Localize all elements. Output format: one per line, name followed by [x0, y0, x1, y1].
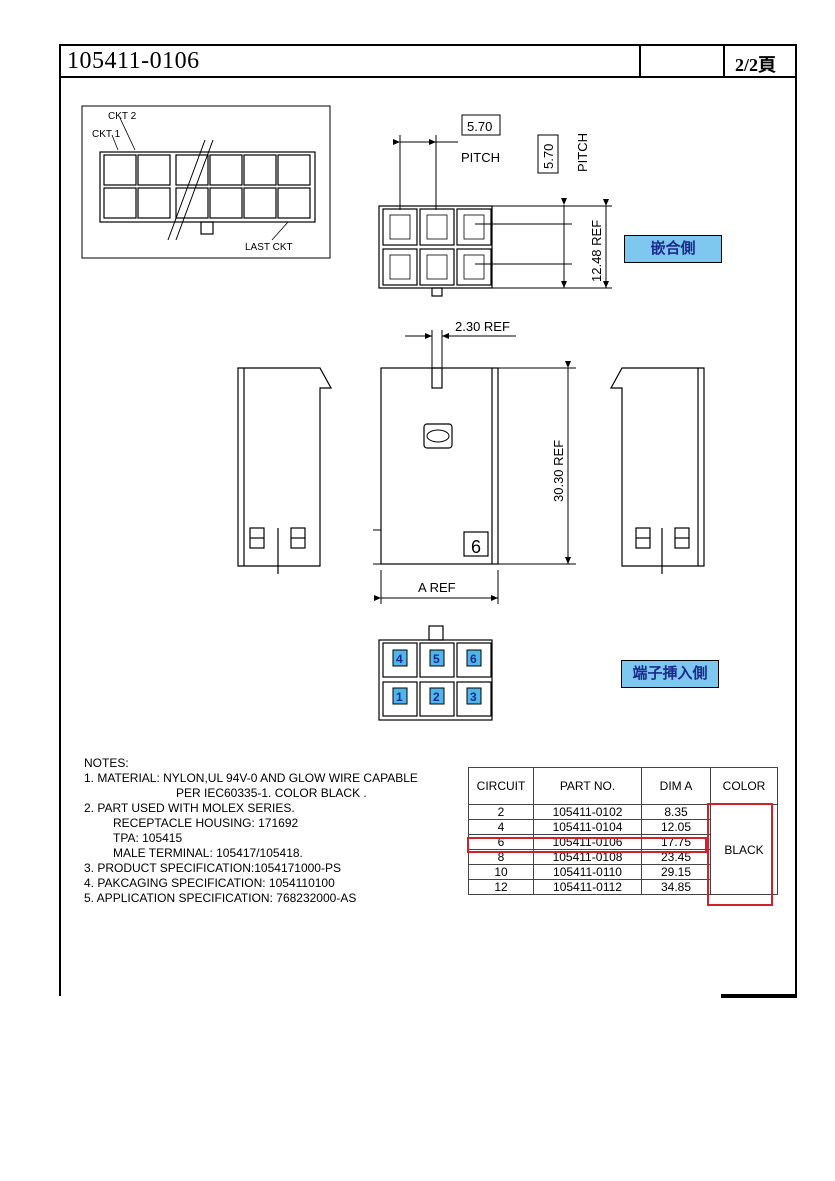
- mating-side-tag: 嵌合側: [624, 235, 722, 263]
- pin-3: 3: [470, 690, 477, 704]
- note-3: 3. PRODUCT SPECIFICATION:1054171000-PS: [84, 861, 341, 875]
- right-side-view: [609, 367, 705, 574]
- left-side-view: [237, 367, 333, 574]
- notes-block: NOTES: 1. MATERIAL: NYLON,UL 94V-0 AND G…: [84, 756, 418, 906]
- cell-circuit: 2: [468, 804, 534, 820]
- cell-circuit: 4: [468, 819, 534, 835]
- note-1: 1. MATERIAL: NYLON,UL 94V-0 AND GLOW WIR…: [84, 771, 418, 785]
- cell-part: 105411-0104: [533, 819, 642, 835]
- note-2a: RECEPTACLE HOUSING: 171692: [113, 816, 299, 830]
- ckt1-label: CKT 1: [92, 129, 121, 140]
- cell-dim: 23.45: [641, 849, 711, 865]
- note-2b: TPA: 105415: [113, 831, 183, 845]
- cell-part: 105411-0110: [533, 864, 642, 880]
- pin-number-boxes: [392, 649, 482, 705]
- a-ref-label: A REF: [418, 580, 456, 595]
- pitch-label-h: PITCH: [461, 150, 500, 165]
- pitch-label-v: PITCH: [575, 133, 590, 172]
- col-color: COLOR: [710, 767, 778, 805]
- title-blank-cell: [639, 46, 725, 76]
- drawing-sheet: 105411-0106 2/2頁: [59, 44, 797, 996]
- pitch-dimension: [393, 135, 612, 289]
- page-cell: 2/2頁: [723, 46, 797, 76]
- cell-part: 105411-0102: [533, 804, 642, 820]
- table-row: 2 105411-0102 8.35 BLACK: [468, 804, 778, 895]
- last-ckt-label: LAST CKT: [245, 242, 293, 253]
- inset-connector-face: [99, 117, 316, 241]
- pin-5: 5: [433, 652, 440, 666]
- note-1b: PER IEC60335-1. COLOR BLACK .: [176, 786, 367, 800]
- table-row: 10 105411-0110 29.15: [468, 864, 778, 880]
- pitch-value-v: 5.70: [541, 144, 556, 169]
- col-part-no: PART NO.: [533, 767, 642, 805]
- table-row: 4 105411-0104 12.05: [468, 819, 778, 835]
- terminal-insertion-view: [378, 625, 493, 721]
- table-row: 12 105411-0112 34.85: [468, 879, 778, 895]
- table-header-row: CIRCUIT PART NO. DIM A COLOR: [468, 767, 778, 805]
- cell-color: BLACK: [710, 804, 778, 895]
- ckt2-label: CKT 2: [108, 111, 137, 122]
- note-2: 2. PART USED WITH MOLEX SERIES.: [84, 801, 295, 815]
- cell-dim: 34.85: [641, 879, 711, 895]
- pitch-box-h: [461, 114, 501, 136]
- col-circuit: CIRCUIT: [468, 767, 534, 805]
- page-number: 2/2頁: [735, 55, 777, 75]
- highlight-color-column: [707, 803, 773, 906]
- cell-part: 105411-0112: [533, 879, 642, 895]
- note-2c: MALE TERMINAL: 105417/105418.: [113, 846, 303, 860]
- mating-face-view: [378, 205, 493, 297]
- cell-dim: 8.35: [641, 804, 711, 820]
- pitch-box-v: [537, 134, 559, 174]
- sheet-bottom-mark: [721, 994, 797, 998]
- inset-view-frame: [81, 105, 331, 259]
- height-ref-label: 12.48 REF: [589, 220, 604, 282]
- part-number-table: CIRCUIT PART NO. DIM A COLOR 2 105411-01…: [468, 767, 778, 895]
- circuit-mark: 6: [471, 537, 481, 557]
- cell-circuit: 12: [468, 879, 534, 895]
- dimension-lines: [374, 330, 576, 604]
- cell-circuit: 10: [468, 864, 534, 880]
- col-dim-a: DIM A: [641, 767, 711, 805]
- terminal-side-tag: 端子挿入側: [621, 660, 719, 688]
- pin-1: 1: [396, 690, 403, 704]
- width-ref-label: 2.30 REF: [455, 319, 510, 334]
- notes-heading: NOTES:: [84, 756, 129, 770]
- pin-2: 2: [433, 690, 440, 704]
- title-block: 105411-0106 2/2頁: [61, 46, 795, 78]
- note-4: 4. PAKCAGING SPECIFICATION: 1054110100: [84, 876, 335, 890]
- highlight-selected-row: [467, 837, 707, 853]
- cell-dim: 29.15: [641, 864, 711, 880]
- pin-4: 4: [396, 652, 403, 666]
- part-number-title: 105411-0106: [67, 48, 200, 74]
- length-ref-label: 30.30 REF: [551, 440, 566, 502]
- table-row: 8 105411-0108 23.45: [468, 849, 778, 865]
- pin-6: 6: [470, 652, 477, 666]
- front-view: [373, 367, 499, 565]
- cell-dim: 12.05: [641, 819, 711, 835]
- pitch-value-h: 5.70: [467, 119, 492, 134]
- note-5: 5. APPLICATION SPECIFICATION: 768232000-…: [84, 891, 357, 905]
